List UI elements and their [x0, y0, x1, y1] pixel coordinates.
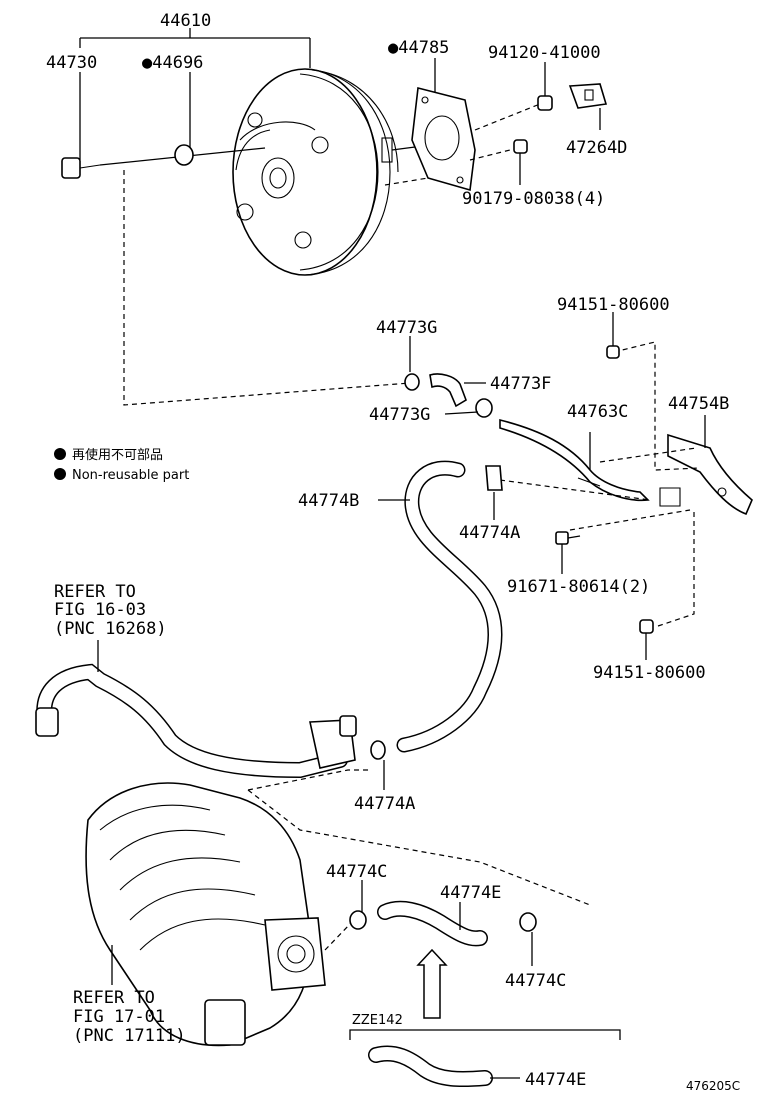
label-47264d: 47264D — [566, 138, 627, 158]
check-hose-illustration — [404, 373, 493, 418]
gasket-plate — [411, 86, 476, 192]
up-arrow-icon — [416, 948, 448, 1019]
small-bracket-part — [568, 83, 608, 109]
legend-bullet-jp — [54, 448, 66, 460]
long-hose-illustration — [396, 460, 503, 753]
label-44696: ●44696 — [142, 53, 203, 73]
hose-e-alt-illustration — [368, 1045, 493, 1087]
refer-top-line2: FIG 16-03 — [54, 600, 146, 620]
figure-id: 476205C — [686, 1079, 740, 1093]
label-44774e: 44774E — [440, 883, 501, 903]
hose-e-illustration — [377, 900, 488, 947]
label-44754b: 44754B — [668, 394, 729, 414]
refer-top-line3: (PNC 16268) — [54, 619, 167, 639]
booster-nut-part — [513, 139, 528, 154]
label-44773g-lower: 44773G — [369, 405, 430, 425]
label-44773g-upper: 44773G — [376, 318, 437, 338]
refer-top-line1: REFER TO — [54, 582, 136, 602]
label-44774e-alt: 44774E — [525, 1070, 586, 1090]
intake-pipe-illustration — [35, 663, 357, 779]
label-44774c-right: 44774C — [505, 971, 566, 991]
label-44774a-top: 44774A — [459, 523, 520, 543]
label-91671: 91671-80614(2) — [507, 577, 650, 597]
label-44763c: 44763C — [567, 402, 628, 422]
clamp-c-left-part — [349, 910, 367, 930]
label-94120: 94120-41000 — [488, 43, 601, 63]
legend-en: Non-reusable part — [72, 468, 189, 483]
legend-bullet-en — [54, 468, 66, 480]
nut-part — [537, 95, 553, 111]
clamp-a-bottom-part — [370, 740, 386, 760]
refer-bottom-line1: REFER TO — [73, 988, 155, 1008]
vacuum-tube-illustration — [499, 418, 650, 502]
label-44610: 44610 — [160, 11, 211, 31]
tube-bracket-illustration — [659, 433, 753, 516]
bolt-part — [555, 531, 569, 545]
label-44730: 44730 — [46, 53, 97, 73]
label-44774a-bottom: 44774A — [354, 794, 415, 814]
label-94151-top: 94151-80600 — [557, 295, 670, 315]
brake-booster-illustration — [232, 68, 416, 276]
label-44785: ●44785 — [388, 38, 449, 58]
seal-part — [174, 144, 194, 166]
label-variant: ZZE142 — [352, 1013, 403, 1028]
top-nut-part — [606, 345, 620, 359]
intake-manifold-illustration — [85, 782, 326, 1047]
label-90179: 90179-08038(4) — [462, 189, 605, 209]
clevis-part — [61, 157, 101, 179]
refer-bottom-line2: FIG 17-01 — [73, 1007, 165, 1027]
refer-bottom-line3: (PNC 17111) — [73, 1026, 186, 1046]
bottom-nut-part — [639, 619, 654, 634]
clamp-c-right-part — [519, 912, 537, 932]
label-44773f: 44773F — [490, 374, 551, 394]
label-44774c-left: 44774C — [326, 862, 387, 882]
label-94151-bottom: 94151-80600 — [593, 663, 706, 683]
legend-jp: 再使用不可部品 — [72, 447, 163, 463]
clamp-a-top-part — [485, 465, 503, 491]
label-44774b: 44774B — [298, 491, 359, 511]
